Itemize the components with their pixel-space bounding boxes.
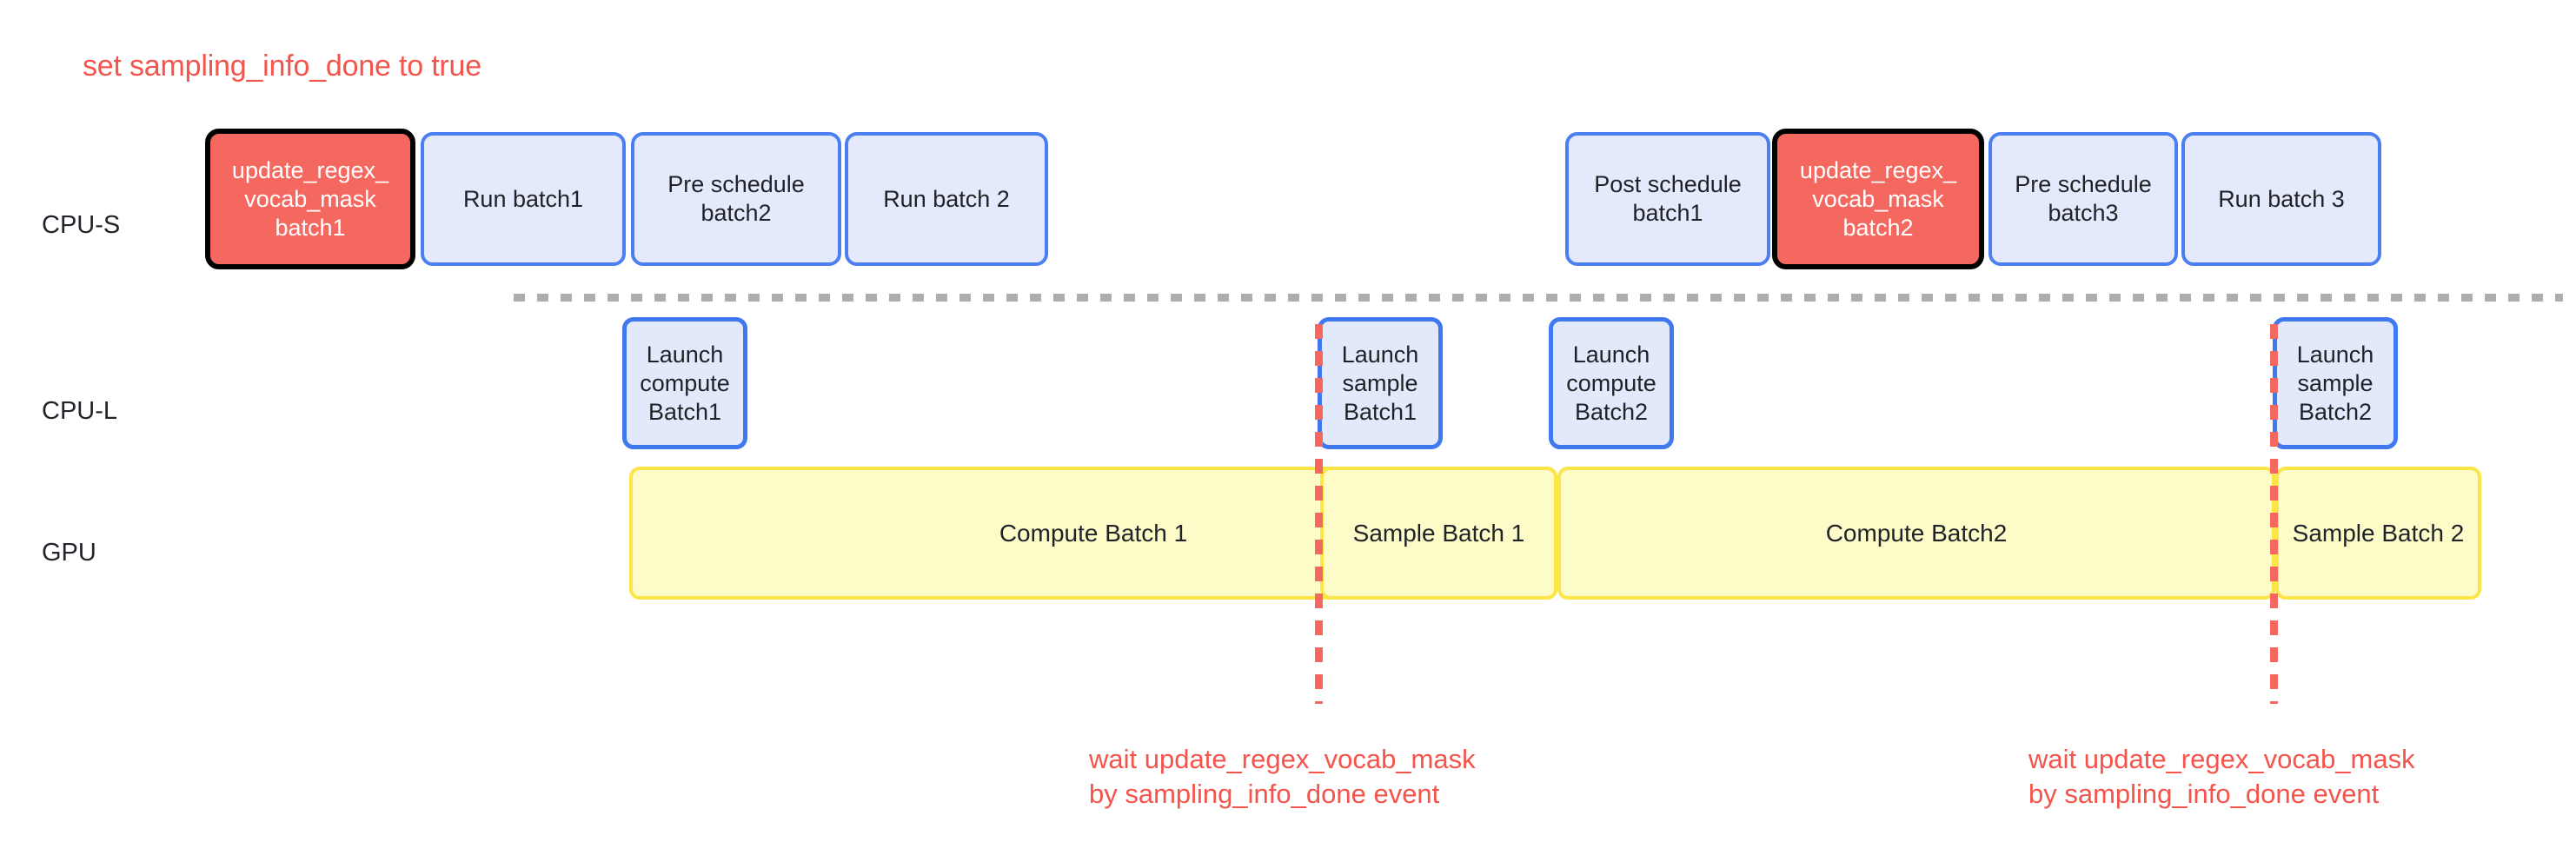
cpu-s-task-run-batch1[interactable]: Run batch1 [421,132,626,266]
row-label-gpu: GPU [42,539,96,567]
cpu-s-task-pre-schedule-batch2[interactable]: Pre schedule batch2 [631,132,841,266]
row-label-cpu-l: CPU-L [42,397,118,425]
cpu-s-task-run-batch-2[interactable]: Run batch 2 [845,132,1048,266]
sync-marker-line-batch1 [1315,324,1323,704]
cpu-s-task-update-regex-vocab-mask-batch1[interactable]: update_regex_ vocab_mask batch1 [205,129,415,269]
cpu-s-task-pre-schedule-batch3[interactable]: Pre schedule batch3 [1988,132,2178,266]
cpu-s-task-post-schedule-batch1[interactable]: Post schedule batch1 [1565,132,1770,266]
caption-wait-update-regex-vocab-mask-batch1: wait update_regex_vocab_mask by sampling… [1089,744,1476,809]
cpu-s-task-update-regex-vocab-mask-batch2[interactable]: update_regex_ vocab_mask batch2 [1772,129,1984,269]
sync-marker-line-batch2 [2270,324,2278,704]
cpu-l-task-launch-compute-batch2[interactable]: Launch compute Batch2 [1549,317,1674,449]
gpu-task-sample-batch-2[interactable]: Sample Batch 2 [2275,467,2481,600]
row-label-cpu-s: CPU-S [42,211,121,239]
gpu-task-compute-batch2[interactable]: Compute Batch2 [1557,467,2275,600]
gpu-task-sample-batch-1[interactable]: Sample Batch 1 [1320,467,1557,600]
cpu-l-task-launch-sample-batch1[interactable]: Launch sample Batch1 [1318,317,1443,449]
annotation-set-sampling-info-done: set sampling_info_done to true [83,50,481,83]
cpu-l-task-launch-sample-batch2[interactable]: Launch sample Batch2 [2273,317,2398,449]
cpu-l-task-launch-compute-batch1[interactable]: Launch compute Batch1 [622,317,747,449]
cpu-s-task-run-batch-3[interactable]: Run batch 3 [2181,132,2381,266]
caption-wait-update-regex-vocab-mask-batch2: wait update_regex_vocab_mask by sampling… [2028,744,2415,809]
lane-separator-dotted-line [514,294,2563,302]
